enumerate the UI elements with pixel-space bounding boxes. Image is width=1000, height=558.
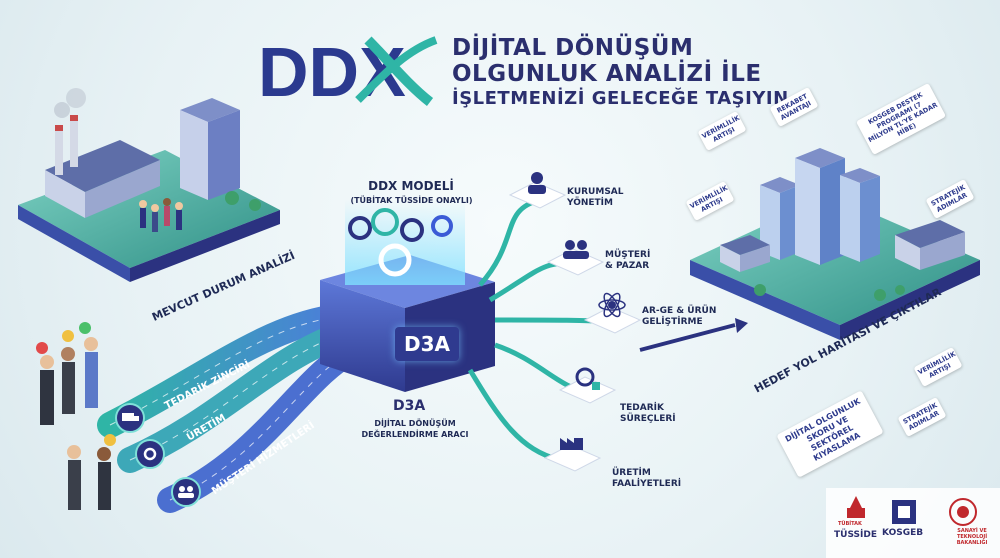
branch-label-line: SÜREÇLERİ — [620, 414, 676, 424]
d3a-device — [320, 200, 495, 392]
branch-label-line: AR-GE & ÜRÜN — [642, 306, 717, 316]
kosgeb-logo-text: KOSGEB — [882, 528, 924, 538]
ddx-logo: DDX — [258, 33, 438, 110]
branch-label-line: ÜRETİM — [612, 468, 651, 478]
branch-tiles — [508, 181, 642, 472]
sponsor-logos — [826, 488, 1000, 558]
branch-label-line: YÖNETİM — [567, 198, 613, 208]
branch-label-customer-market: MÜŞTERİ & PAZAR — [605, 250, 650, 272]
ddx-model-title: DDX MODELİ — [368, 179, 454, 193]
headline-line-2: OLGUNLUK ANALİZİ İLE — [452, 61, 762, 87]
ddx-model-subtitle: (TÜBİTAK TÜSSİDE ONAYLI) — [350, 196, 473, 205]
stream-icons — [115, 403, 201, 507]
headline-line-3: İŞLETMENİZİ GELECEĞE TAŞIYIN — [452, 88, 789, 109]
factory-platform — [18, 88, 280, 282]
branch-label-production-activities: ÜRETİM FAALİYETLERİ — [612, 468, 681, 490]
headline: DİJİTAL DÖNÜŞÜM OLGUNLUK ANALİZİ İLE İŞL… — [452, 35, 789, 111]
ddx-logo-text: DDX — [258, 33, 406, 110]
smart-city-platform — [690, 148, 980, 340]
branch-label-line: & PAZAR — [605, 261, 650, 271]
d3a-subtitle: DİJİTAL DÖNÜŞÜM DEĞERLENDİRME ARACI — [361, 419, 469, 439]
branch-label-line: GELİŞTİRME — [642, 317, 703, 327]
input-streams — [97, 305, 363, 513]
branch-label-line: MÜŞTERİ — [605, 250, 651, 260]
branch-icons — [528, 172, 626, 450]
tusside-logo-text: TÜSSİDE — [834, 530, 877, 540]
tubitak-logo-text: TÜBİTAK — [838, 521, 862, 527]
branch-label-supply-processes: TEDARİK SÜREÇLERİ — [620, 403, 676, 425]
d3a-title: D3A — [393, 398, 426, 414]
consultants-people — [36, 322, 116, 510]
branch-label-corporate-management: KURUMSAL YÖNETİM — [567, 187, 624, 209]
branch-label-line: TEDARİK — [620, 403, 664, 413]
ministry-logo-text: SANAYİ VE TEKNOLOJİ BAKANLIĞI — [956, 528, 988, 546]
d3a-screen: D3A — [395, 327, 459, 361]
headline-line-1: DİJİTAL DÖNÜŞÜM — [452, 35, 694, 61]
branch-label-rnd: AR-GE & ÜRÜN GELİŞTİRME — [642, 306, 716, 328]
branch-label-line: KURUMSAL — [567, 187, 624, 197]
branch-label-line: FAALİYETLERİ — [612, 479, 682, 489]
